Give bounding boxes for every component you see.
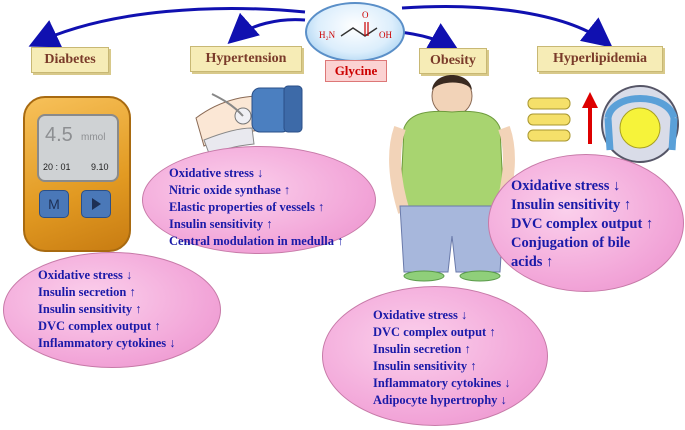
effect-item: Insulin sensitivity ↑ <box>38 302 142 316</box>
glycine-structure <box>340 22 378 37</box>
meter-reading: 4.5 <box>45 124 73 146</box>
glucose-meter-illustration: 4.5 mmol 20 : 01 9.10 M <box>23 96 131 252</box>
effects-hyperlipidemia: Oxidative stress ↓ Insulin sensitivity ↑… <box>511 177 653 272</box>
effect-item: acids ↑ <box>511 254 554 270</box>
effect-item: Insulin secretion ↑ <box>373 342 471 356</box>
ellipse-obesity: Oxidative stress ↓ DVC complex output ↑ … <box>322 286 548 426</box>
ellipse-hyperlipidemia: Oxidative stress ↓ Insulin sensitivity ↑… <box>488 154 684 292</box>
label-diabetes: Diabetes <box>31 47 109 73</box>
effect-item: Inflammatory cytokines ↓ <box>373 376 511 390</box>
effect-item: Elastic properties of vessels ↑ <box>169 200 325 214</box>
formula-amine: H₂N <box>319 30 336 40</box>
meter-time: 20 : 01 <box>43 162 71 172</box>
formula-hydroxyl: OH <box>379 30 392 40</box>
effects-hypertension: Oxidative stress ↓ Nitric oxide synthase… <box>169 165 343 250</box>
meter-button-m: M <box>39 190 69 218</box>
effect-item: Insulin sensitivity ↑ <box>169 217 273 231</box>
arrow-to-hypertension <box>227 12 306 44</box>
ellipse-hypertension: Oxidative stress ↓ Nitric oxide synthase… <box>142 146 376 254</box>
effect-item: Adipocyte hypertrophy ↓ <box>373 393 507 407</box>
effect-item: Insulin sensitivity ↑ <box>511 197 632 213</box>
ellipse-diabetes: Oxidative stress ↓ Insulin secretion ↑ I… <box>3 252 221 368</box>
effect-item: Nitric oxide synthase ↑ <box>169 183 291 197</box>
label-hypertension: Hypertension <box>190 46 302 72</box>
meter-button-play <box>81 190 111 218</box>
meter-screen: 4.5 mmol 20 : 01 9.10 <box>37 114 119 182</box>
meter-date: 9.10 <box>91 162 109 172</box>
effect-item: Oxidative stress ↓ <box>38 268 133 282</box>
effect-item: Oxidative stress ↓ <box>511 178 621 194</box>
effect-item: DVC complex output ↑ <box>373 325 496 339</box>
glycine-molecule: H₂N O OH <box>305 2 405 62</box>
effects-obesity: Oxidative stress ↓ DVC complex output ↑ … <box>373 307 511 409</box>
meter-unit: mmol <box>81 132 106 143</box>
glycine-label: Glycine <box>325 60 387 82</box>
label-hyperlipidemia: Hyperlipidemia <box>537 46 663 72</box>
arrow-to-hyperlipidemia <box>401 5 613 48</box>
formula-oxygen: O <box>362 10 369 20</box>
play-icon <box>92 198 101 210</box>
effect-item: Oxidative stress ↓ <box>373 308 468 322</box>
effect-item: Oxidative stress ↓ <box>169 166 264 180</box>
effect-item: Inflammatory cytokines ↓ <box>38 336 176 350</box>
effect-item: DVC complex output ↑ <box>38 319 161 333</box>
meter-button-m-label: M <box>48 196 60 212</box>
effect-item: Central modulation in medulla ↑ <box>169 234 344 248</box>
effect-item: Conjugation of bile <box>511 235 631 251</box>
effect-item: Insulin secretion ↑ <box>38 285 136 299</box>
label-obesity: Obesity <box>419 48 487 74</box>
arrow-to-diabetes <box>28 7 306 48</box>
effects-diabetes: Oxidative stress ↓ Insulin secretion ↑ I… <box>38 267 176 352</box>
effect-item: Insulin sensitivity ↑ <box>373 359 477 373</box>
effect-item: DVC complex output ↑ <box>511 216 654 232</box>
